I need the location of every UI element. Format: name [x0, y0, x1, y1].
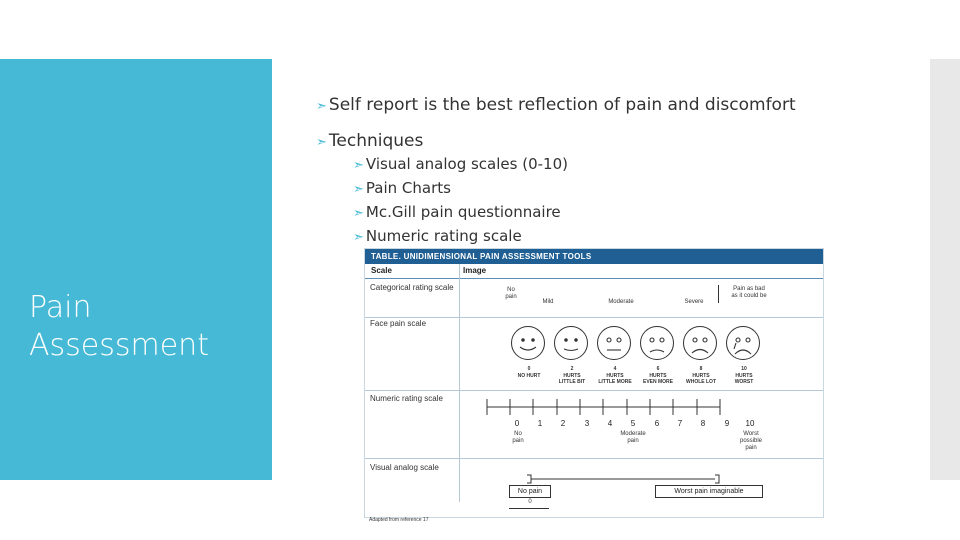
face-6 — [640, 326, 674, 360]
pain-tools-figure: TABLE. UNIDIMENSIONAL PAIN ASSESSMENT TO… — [364, 248, 824, 523]
face-text-2: HURTS LITTLE BIT — [558, 373, 586, 385]
bullet-level1: ➣Self report is the best reflection of p… — [316, 94, 796, 118]
numeric-9: 9 — [724, 419, 730, 428]
face-text-6: HURTS EVEN MORE — [642, 373, 673, 385]
categorical-moderate: Moderate — [608, 299, 634, 305]
face-0 — [511, 326, 545, 360]
right-edge-bar — [930, 59, 960, 480]
face-2 — [554, 326, 588, 360]
figure-header: TABLE. UNIDIMENSIONAL PAIN ASSESSMENT TO… — [365, 249, 823, 264]
face-10 — [726, 326, 760, 360]
numeric-0: 0 — [514, 419, 520, 428]
face-text-4: HURTS LITTLE MORE — [598, 373, 632, 385]
categorical-severe: Severe — [684, 299, 704, 305]
numeric-3: 3 — [584, 419, 590, 428]
bullet-level2: ➣Pain Charts — [353, 178, 451, 200]
figure-footnote: Adapted from reference 17 — [369, 517, 429, 523]
numeric-scale-line — [486, 399, 721, 415]
visual-zero: 0 — [528, 499, 532, 505]
numeric-10: 10 — [745, 419, 755, 428]
numeric-4: 4 — [607, 419, 613, 428]
categorical-tick — [718, 285, 719, 303]
divider — [365, 390, 823, 391]
divider — [365, 317, 823, 318]
categorical-as-bad: Pain as bad as it could be — [731, 286, 767, 299]
column-header-image: Image — [463, 266, 487, 275]
face-text-8: HURTS WHOLE LOT — [686, 373, 716, 385]
face-text-10: HURTS WORST — [734, 373, 754, 385]
arrow-bullet-icon: ➣ — [353, 206, 364, 221]
visual-worst-box: Worst pain imaginable — [655, 485, 763, 498]
bullet-text: Self report is the best reflection of pa… — [328, 95, 796, 115]
bullet-level2: ➣Numeric rating scale — [353, 226, 522, 248]
numeric-worst: Worst possible pain — [739, 431, 762, 451]
divider — [365, 458, 823, 459]
face-num-4: 4 — [613, 366, 617, 372]
column-header-scale: Scale — [371, 266, 392, 275]
categorical-no-pain: No pain — [505, 287, 517, 300]
face-8 — [683, 326, 717, 360]
row-label-face: Face pain scale — [370, 319, 427, 328]
numeric-6: 6 — [654, 419, 660, 428]
row-label-numeric: Numeric rating scale — [370, 394, 443, 403]
bullet-text: Numeric rating scale — [365, 227, 522, 245]
visual-zero-underline — [509, 508, 549, 509]
face-text-0: NO HURT — [517, 373, 541, 379]
arrow-bullet-icon: ➣ — [353, 230, 364, 245]
slide-title: Pain Assessment — [29, 290, 209, 363]
visual-no-pain-box: No pain — [509, 485, 551, 498]
face-num-8: 8 — [699, 366, 703, 372]
row-label-visual: Visual analog scale — [370, 463, 439, 472]
row-label-categorical: Categorical rating scale — [370, 283, 454, 292]
face-features-svg — [519, 337, 752, 355]
numeric-8: 8 — [700, 419, 706, 428]
bullet-text: Mc.Gill pain questionnaire — [365, 203, 561, 221]
bullet-level2: ➣Mc.Gill pain questionnaire — [353, 202, 561, 224]
face-num-6: 6 — [656, 366, 660, 372]
numeric-2: 2 — [560, 419, 566, 428]
divider — [365, 278, 823, 279]
column-divider — [459, 264, 460, 502]
face-num-2: 2 — [570, 366, 574, 372]
numeric-no-pain: No pain — [512, 431, 524, 444]
arrow-bullet-icon: ➣ — [353, 158, 364, 173]
arrow-bullet-icon: ➣ — [316, 135, 327, 150]
visual-analog-line — [527, 474, 720, 484]
bullet-text: Techniques — [328, 131, 424, 151]
face-num-0: 0 — [527, 366, 531, 372]
arrow-bullet-icon: ➣ — [353, 182, 364, 197]
categorical-mild: Mild — [542, 299, 554, 305]
bullet-level2: ➣Visual analog scales (0-10) — [353, 154, 568, 176]
title-panel: Pain Assessment — [0, 59, 272, 480]
numeric-moderate: Moderate pain — [620, 431, 646, 444]
arrow-bullet-icon: ➣ — [316, 99, 327, 114]
numeric-5: 5 — [630, 419, 636, 428]
numeric-1: 1 — [537, 419, 543, 428]
bullet-level1: ➣Techniques — [316, 130, 423, 154]
face-4 — [597, 326, 631, 360]
bullet-text: Visual analog scales (0-10) — [365, 155, 568, 173]
bullet-text: Pain Charts — [365, 179, 451, 197]
numeric-7: 7 — [677, 419, 683, 428]
face-num-10: 10 — [741, 366, 747, 372]
